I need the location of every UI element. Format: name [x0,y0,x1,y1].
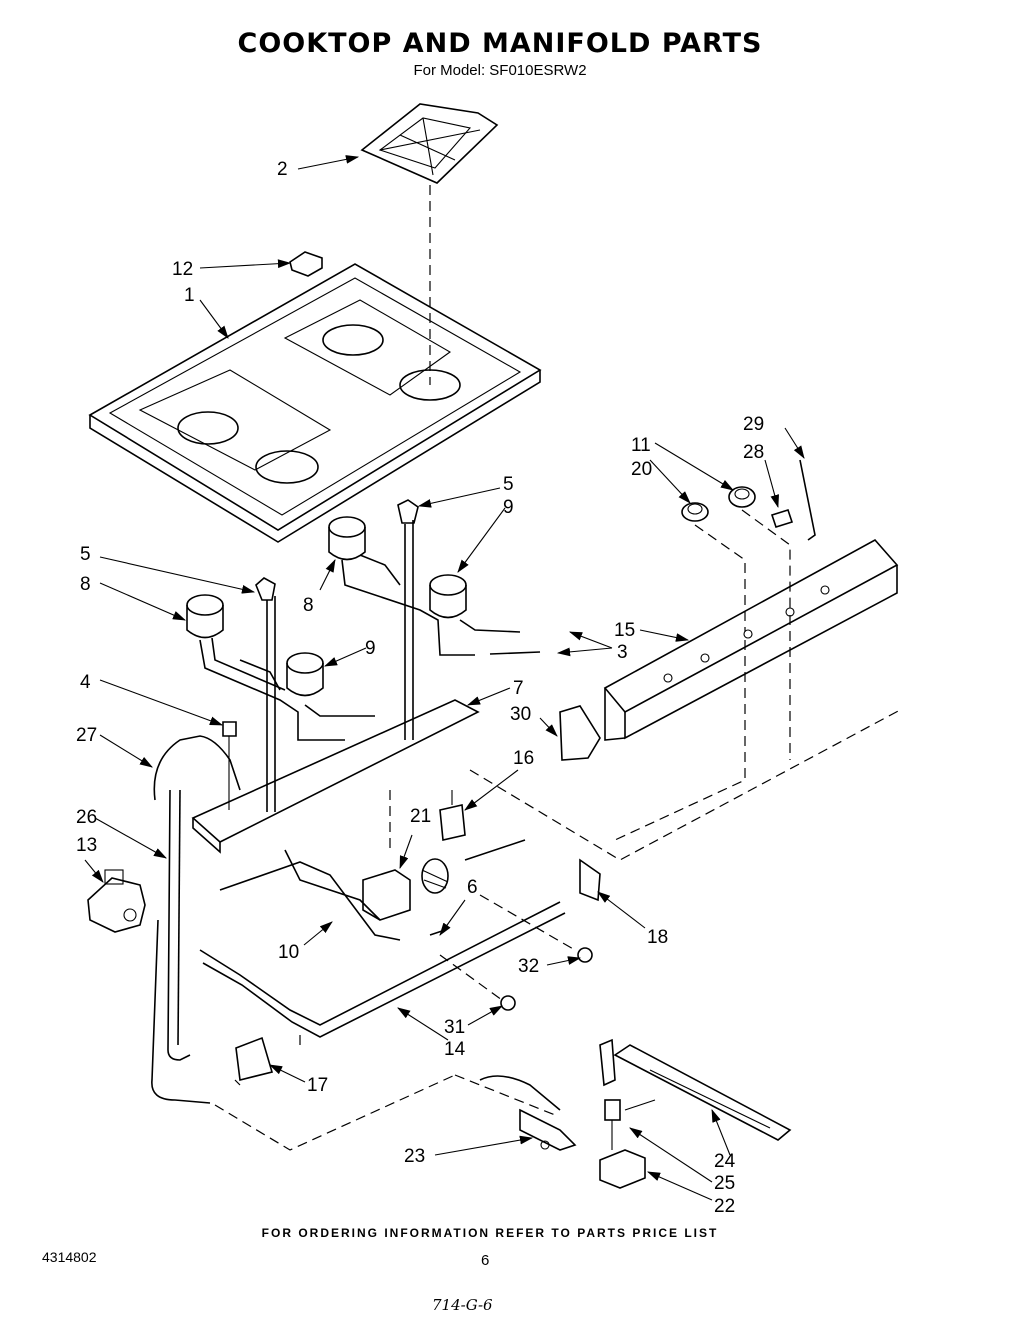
callout-2: 2 [277,159,288,180]
knob-spring [770,509,794,528]
manifold-pipe [199,901,566,1038]
callout-18: 18 [647,927,668,948]
callout-15: 15 [614,620,635,641]
callout-31: 31 [444,1017,465,1038]
callout-7: 7 [513,678,524,699]
callout-5: 5 [80,544,91,565]
cooktop-panel [88,263,542,543]
callout-20: 20 [631,459,652,480]
callout-29: 29 [743,414,764,435]
callout-23: 23 [404,1146,425,1167]
ignition-switch [439,790,466,841]
manifold-bracket-left [235,1036,274,1081]
knob-clip [799,459,816,541]
manifold-panel [603,538,899,741]
burner-knob [681,502,709,522]
manifold-bracket-right [579,858,601,902]
igniter [479,1075,577,1151]
burner-bracket-right [397,499,419,524]
callout-30: 30 [510,704,531,725]
orifice-hood [604,1099,621,1121]
callout-25: 25 [714,1173,735,1194]
callout-21: 21 [410,806,431,827]
burner-knob-alt [728,486,756,508]
burner-support-bracket [191,699,480,854]
callout-24: 24 [714,1151,736,1172]
burner-grate [360,103,499,184]
callout-5-right: 5 [503,474,514,495]
page-number: 6 [481,1252,490,1269]
callout-13: 13 [76,835,97,856]
left-burner-assembly [186,594,375,741]
callout-27: 27 [76,725,97,746]
callout-14: 14 [444,1039,466,1060]
callout-1: 1 [184,285,195,306]
callout-32: 32 [518,956,539,977]
orifice [222,721,237,810]
callout-8: 8 [80,574,91,595]
right-burner-assembly [328,516,541,656]
ordering-info-footer: FOR ORDERING INFORMATION REFER TO PARTS … [261,1226,719,1240]
callout-16: 16 [513,748,534,769]
callout-9-right: 9 [503,497,514,518]
callout-6: 6 [467,877,478,898]
burner-bracket-left [255,577,276,601]
callout-26: 26 [76,807,97,828]
model-subtitle: For Model: SF010ESRW2 [413,62,587,79]
handwritten-note: 714-G-6 [432,1296,493,1314]
callout-12: 12 [172,259,193,280]
pressure-regulator [87,869,146,933]
valve-assembly [362,858,449,921]
callout-8-right: 8 [303,595,314,616]
callout-10: 10 [278,942,299,963]
callout-9: 9 [365,638,376,659]
callout-17: 17 [307,1075,328,1096]
oven-valve [599,1149,646,1189]
page-title: COOKTOP AND MANIFOLD PARTS [237,28,763,59]
callout-3: 3 [617,642,628,663]
cooktop-clip [289,251,323,277]
document-number: 4314802 [42,1249,97,1265]
callout-11: 11 [631,435,651,456]
oven-burner-tube [599,1038,792,1141]
callout-4: 4 [80,672,91,693]
panel-end-cap [559,705,601,761]
callout-28: 28 [743,442,764,463]
gas-tube [153,735,241,801]
callout-22: 22 [714,1196,735,1217]
